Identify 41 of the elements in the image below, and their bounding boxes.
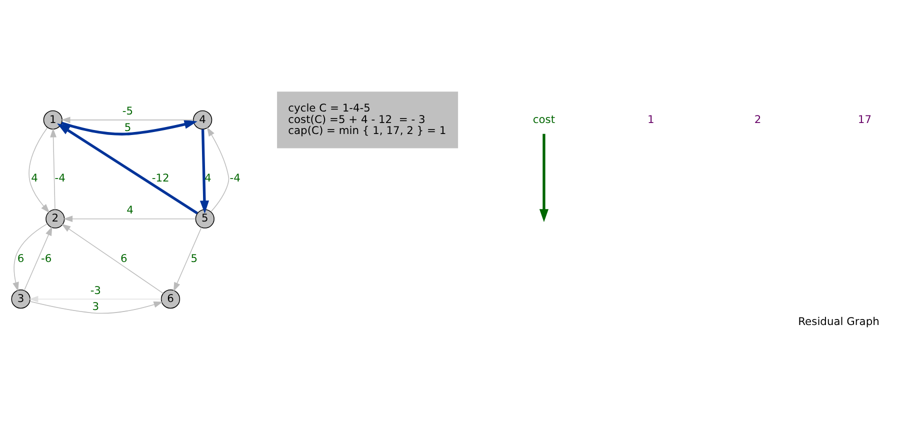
caption: Residual Graph bbox=[798, 314, 880, 328]
edge-label: 4 bbox=[31, 172, 38, 185]
arrow bbox=[12, 223, 48, 292]
node-circle: 1 bbox=[43, 110, 62, 130]
edge-label: -6 bbox=[41, 252, 52, 265]
edge-label: 4 bbox=[126, 204, 134, 217]
arrow bbox=[57, 123, 198, 214]
label: 17 bbox=[858, 112, 872, 126]
node-box: cycle C = 1-4-5 cost(C) =5 + 4 - 12 = - 3 cap(C) = min { 1, 17, 2 } = 1 bbox=[277, 92, 458, 148]
label: 2 bbox=[754, 112, 762, 126]
arrow bbox=[61, 116, 194, 124]
arrow bbox=[61, 224, 164, 294]
edge-label: -5 bbox=[122, 104, 134, 118]
node-circle: 6 bbox=[160, 290, 180, 309]
edge-label: 6 bbox=[120, 252, 128, 265]
edge-label: 5 bbox=[190, 252, 198, 265]
node-circle: 4 bbox=[193, 110, 212, 130]
edge-label: 4 bbox=[204, 172, 212, 185]
edge-label: 5 bbox=[124, 120, 132, 134]
edge-label: 6 bbox=[17, 252, 24, 265]
arrow bbox=[61, 120, 198, 136]
edge-label: -4 bbox=[54, 172, 66, 185]
arrow bbox=[173, 227, 202, 292]
edge-label: -12 bbox=[152, 172, 170, 185]
label: 1 bbox=[647, 112, 654, 126]
edge-label: -3 bbox=[90, 284, 101, 297]
node-circle: 5 bbox=[195, 209, 214, 228]
arrow bbox=[29, 296, 162, 302]
edge-label: -4 bbox=[230, 172, 240, 185]
edge-label: 3 bbox=[92, 300, 100, 313]
arrow bbox=[30, 301, 163, 314]
arrow bbox=[50, 128, 56, 210]
arrow bbox=[63, 216, 196, 222]
arrow bbox=[200, 129, 210, 214]
arrow bbox=[539, 134, 549, 222]
node-text: cost bbox=[532, 112, 556, 126]
node-circle: 2 bbox=[46, 209, 65, 228]
arrow bbox=[206, 127, 230, 212]
arrow bbox=[24, 226, 52, 291]
arrow bbox=[28, 127, 50, 213]
node-circle: 3 bbox=[11, 290, 30, 309]
